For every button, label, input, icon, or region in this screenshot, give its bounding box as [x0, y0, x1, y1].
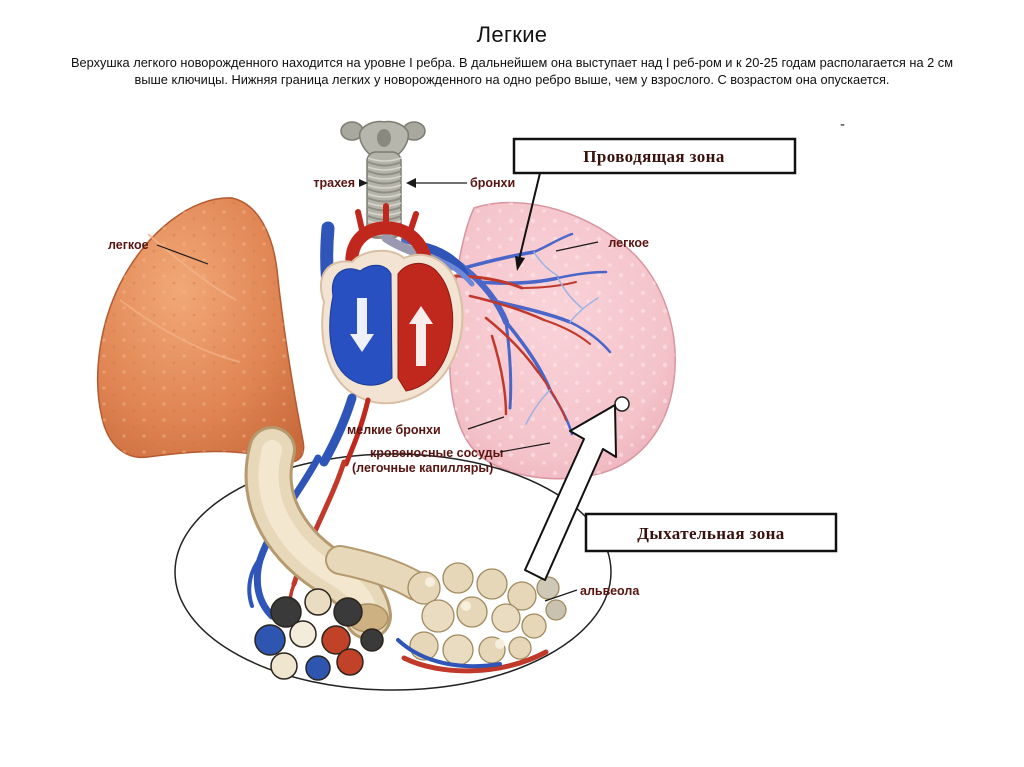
conducting-zone-box: Проводящая зона [512, 137, 797, 271]
label-right-lung: легкое [608, 236, 649, 250]
aorta-red-vessel [345, 203, 433, 271]
diagram-labels: трахея бронхи легкое легкое мелкие бронх… [108, 176, 649, 602]
respiratory-zone-label: Дыхательная зона [637, 524, 784, 543]
label-blood-vessels: кровеносные сосуды [370, 446, 503, 460]
blood-flow-arrow-up [409, 306, 433, 366]
bronchi-arrowhead [406, 178, 416, 188]
label-alveolus: альвеола [580, 584, 640, 598]
conducting-zone-label: Проводящая зона [583, 147, 725, 166]
slide-title: Легкие [476, 22, 548, 47]
label-trachea: трахея [313, 176, 355, 190]
trachea-arrowhead [359, 179, 368, 187]
alveoli-cluster-beige [396, 562, 567, 674]
respiratory-zone-arrow [524, 404, 617, 581]
respiratory-zone-box: Дыхательная зона [584, 512, 838, 553]
larynx [340, 120, 426, 157]
label-bronchi: бронхи [470, 176, 515, 190]
left-lung-shape [97, 197, 305, 463]
heart [319, 249, 464, 405]
slide-header: Легкие Верхушка легкого новорожденного н… [0, 22, 1024, 88]
blood-flow-arrow-down [350, 298, 374, 352]
stray-mark: - [840, 116, 845, 133]
alveoli-cluster-dark [254, 588, 384, 681]
label-small-bronchi: мелкие бронхи [347, 423, 441, 437]
arrow-target-marker [614, 396, 630, 412]
slide-body-text: Верхушка легкого новорожденного находитс… [70, 55, 953, 87]
label-pulmonary-capillaries: (легочные капилляры) [352, 461, 493, 475]
conducting-zone-arrowhead [515, 256, 525, 271]
label-left-lung: легкое [108, 238, 149, 252]
